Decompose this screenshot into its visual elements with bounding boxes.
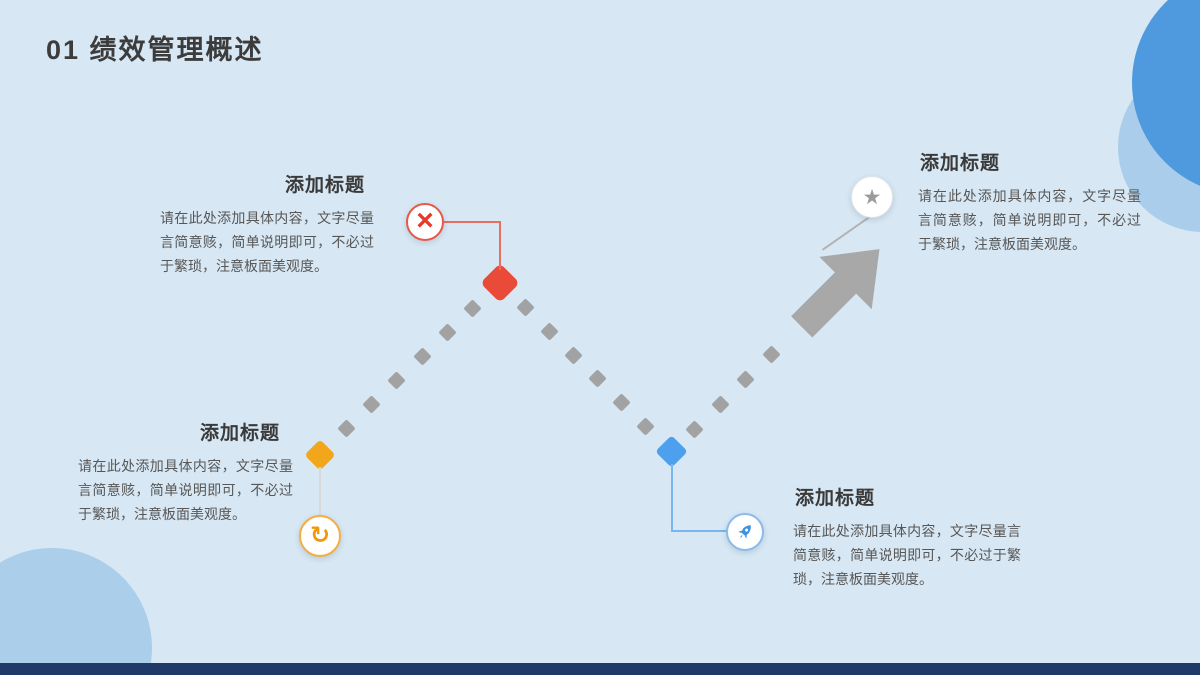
star-icon: ★: [862, 185, 882, 209]
milestone-diamond-blue: [655, 435, 688, 468]
connector-blue-vertical: [671, 464, 673, 532]
path-dot: [736, 370, 755, 389]
step-title: 添加标题: [285, 175, 366, 196]
rocket-icon-badge: [726, 513, 764, 551]
star-icon-badge: ★: [851, 176, 893, 218]
path-dot: [337, 419, 356, 438]
close-icon-badge: ×: [406, 203, 444, 241]
connector-blue-horizontal: [671, 530, 727, 532]
step-title: 添加标题: [200, 423, 281, 444]
path-dot: [711, 395, 730, 414]
step-block-yellow: 添加标题 请在此处添加具体内容，文字尽量言简意赅，简单说明即可，不必过于繁琐，注…: [78, 418, 293, 526]
slide-title: 01 绩效管理概述: [46, 35, 264, 65]
refresh-icon-badge: ↻: [299, 515, 341, 557]
milestone-diamond-yellow: [304, 439, 336, 471]
step-body: 请在此处添加具体内容，文字尽量言简意赅，简单说明即可，不必过于繁琐，注意板面美观…: [78, 458, 293, 522]
path-dot: [438, 323, 457, 342]
step-body: 请在此处添加具体内容，文字尽量言简意赅，简单说明即可，不必过于繁琐，注意板面美观…: [160, 210, 374, 274]
decorative-circle-bottom-left: [0, 548, 152, 675]
bottom-accent-bar: [0, 663, 1200, 675]
step-body: 请在此处添加具体内容，文字尽量言简意赅，简单说明即可，不必过于繁琐，注意板面美观…: [918, 188, 1141, 252]
path-dot: [516, 298, 535, 317]
path-dot: [588, 369, 607, 388]
step-body: 请在此处添加具体内容，文字尽量言简意赅，简单说明即可，不必过于繁琐，注意板面美观…: [793, 523, 1021, 587]
step-block-blue: 添加标题 请在此处添加具体内容，文字尽量言简意赅，简单说明即可，不必过于繁琐，注…: [793, 483, 1021, 591]
path-dot: [612, 393, 631, 412]
path-dot: [636, 417, 655, 436]
step-title: 添加标题: [920, 153, 1001, 174]
rocket-icon: [738, 525, 751, 539]
path-dot: [362, 395, 381, 414]
close-icon: ×: [416, 203, 434, 237]
connector-red-vertical: [499, 221, 501, 270]
connector-yellow-vertical: [319, 467, 321, 517]
step-block-gray: 添加标题 请在此处添加具体内容，文字尽量言简意赅，简单说明即可，不必过于繁琐，注…: [918, 148, 1141, 256]
step-block-red: 添加标题 请在此处添加具体内容，文字尽量言简意赅，简单说明即可，不必过于繁琐，注…: [160, 170, 374, 278]
connector-red-horizontal: [444, 221, 500, 223]
path-dot: [463, 299, 482, 318]
path-dot: [413, 347, 432, 366]
refresh-icon: ↻: [309, 522, 331, 549]
path-dot: [387, 371, 406, 390]
path-dot: [685, 420, 704, 439]
path-dot: [564, 346, 583, 365]
path-dot: [762, 345, 781, 364]
trend-arrow: [791, 249, 880, 338]
path-dot: [540, 322, 559, 341]
step-title: 添加标题: [795, 488, 876, 509]
